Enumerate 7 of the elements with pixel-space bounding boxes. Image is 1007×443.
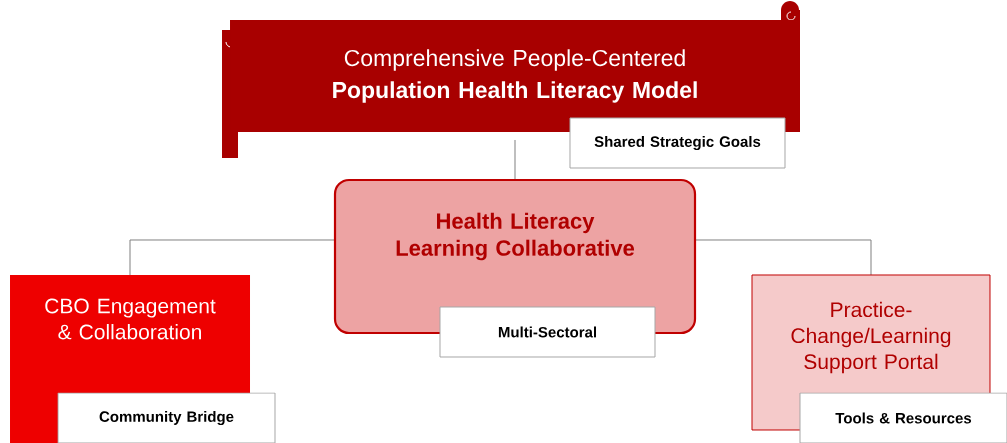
connector-line: [129, 239, 336, 276]
connector-line: [514, 139, 516, 181]
tag-box: Tools & Resources: [799, 392, 1007, 443]
tag-box: Shared Strategic Goals: [569, 117, 786, 169]
tag-box: Multi-Sectoral: [439, 306, 656, 358]
tag-box: Community Bridge: [57, 392, 276, 443]
connector-line: [694, 239, 872, 276]
